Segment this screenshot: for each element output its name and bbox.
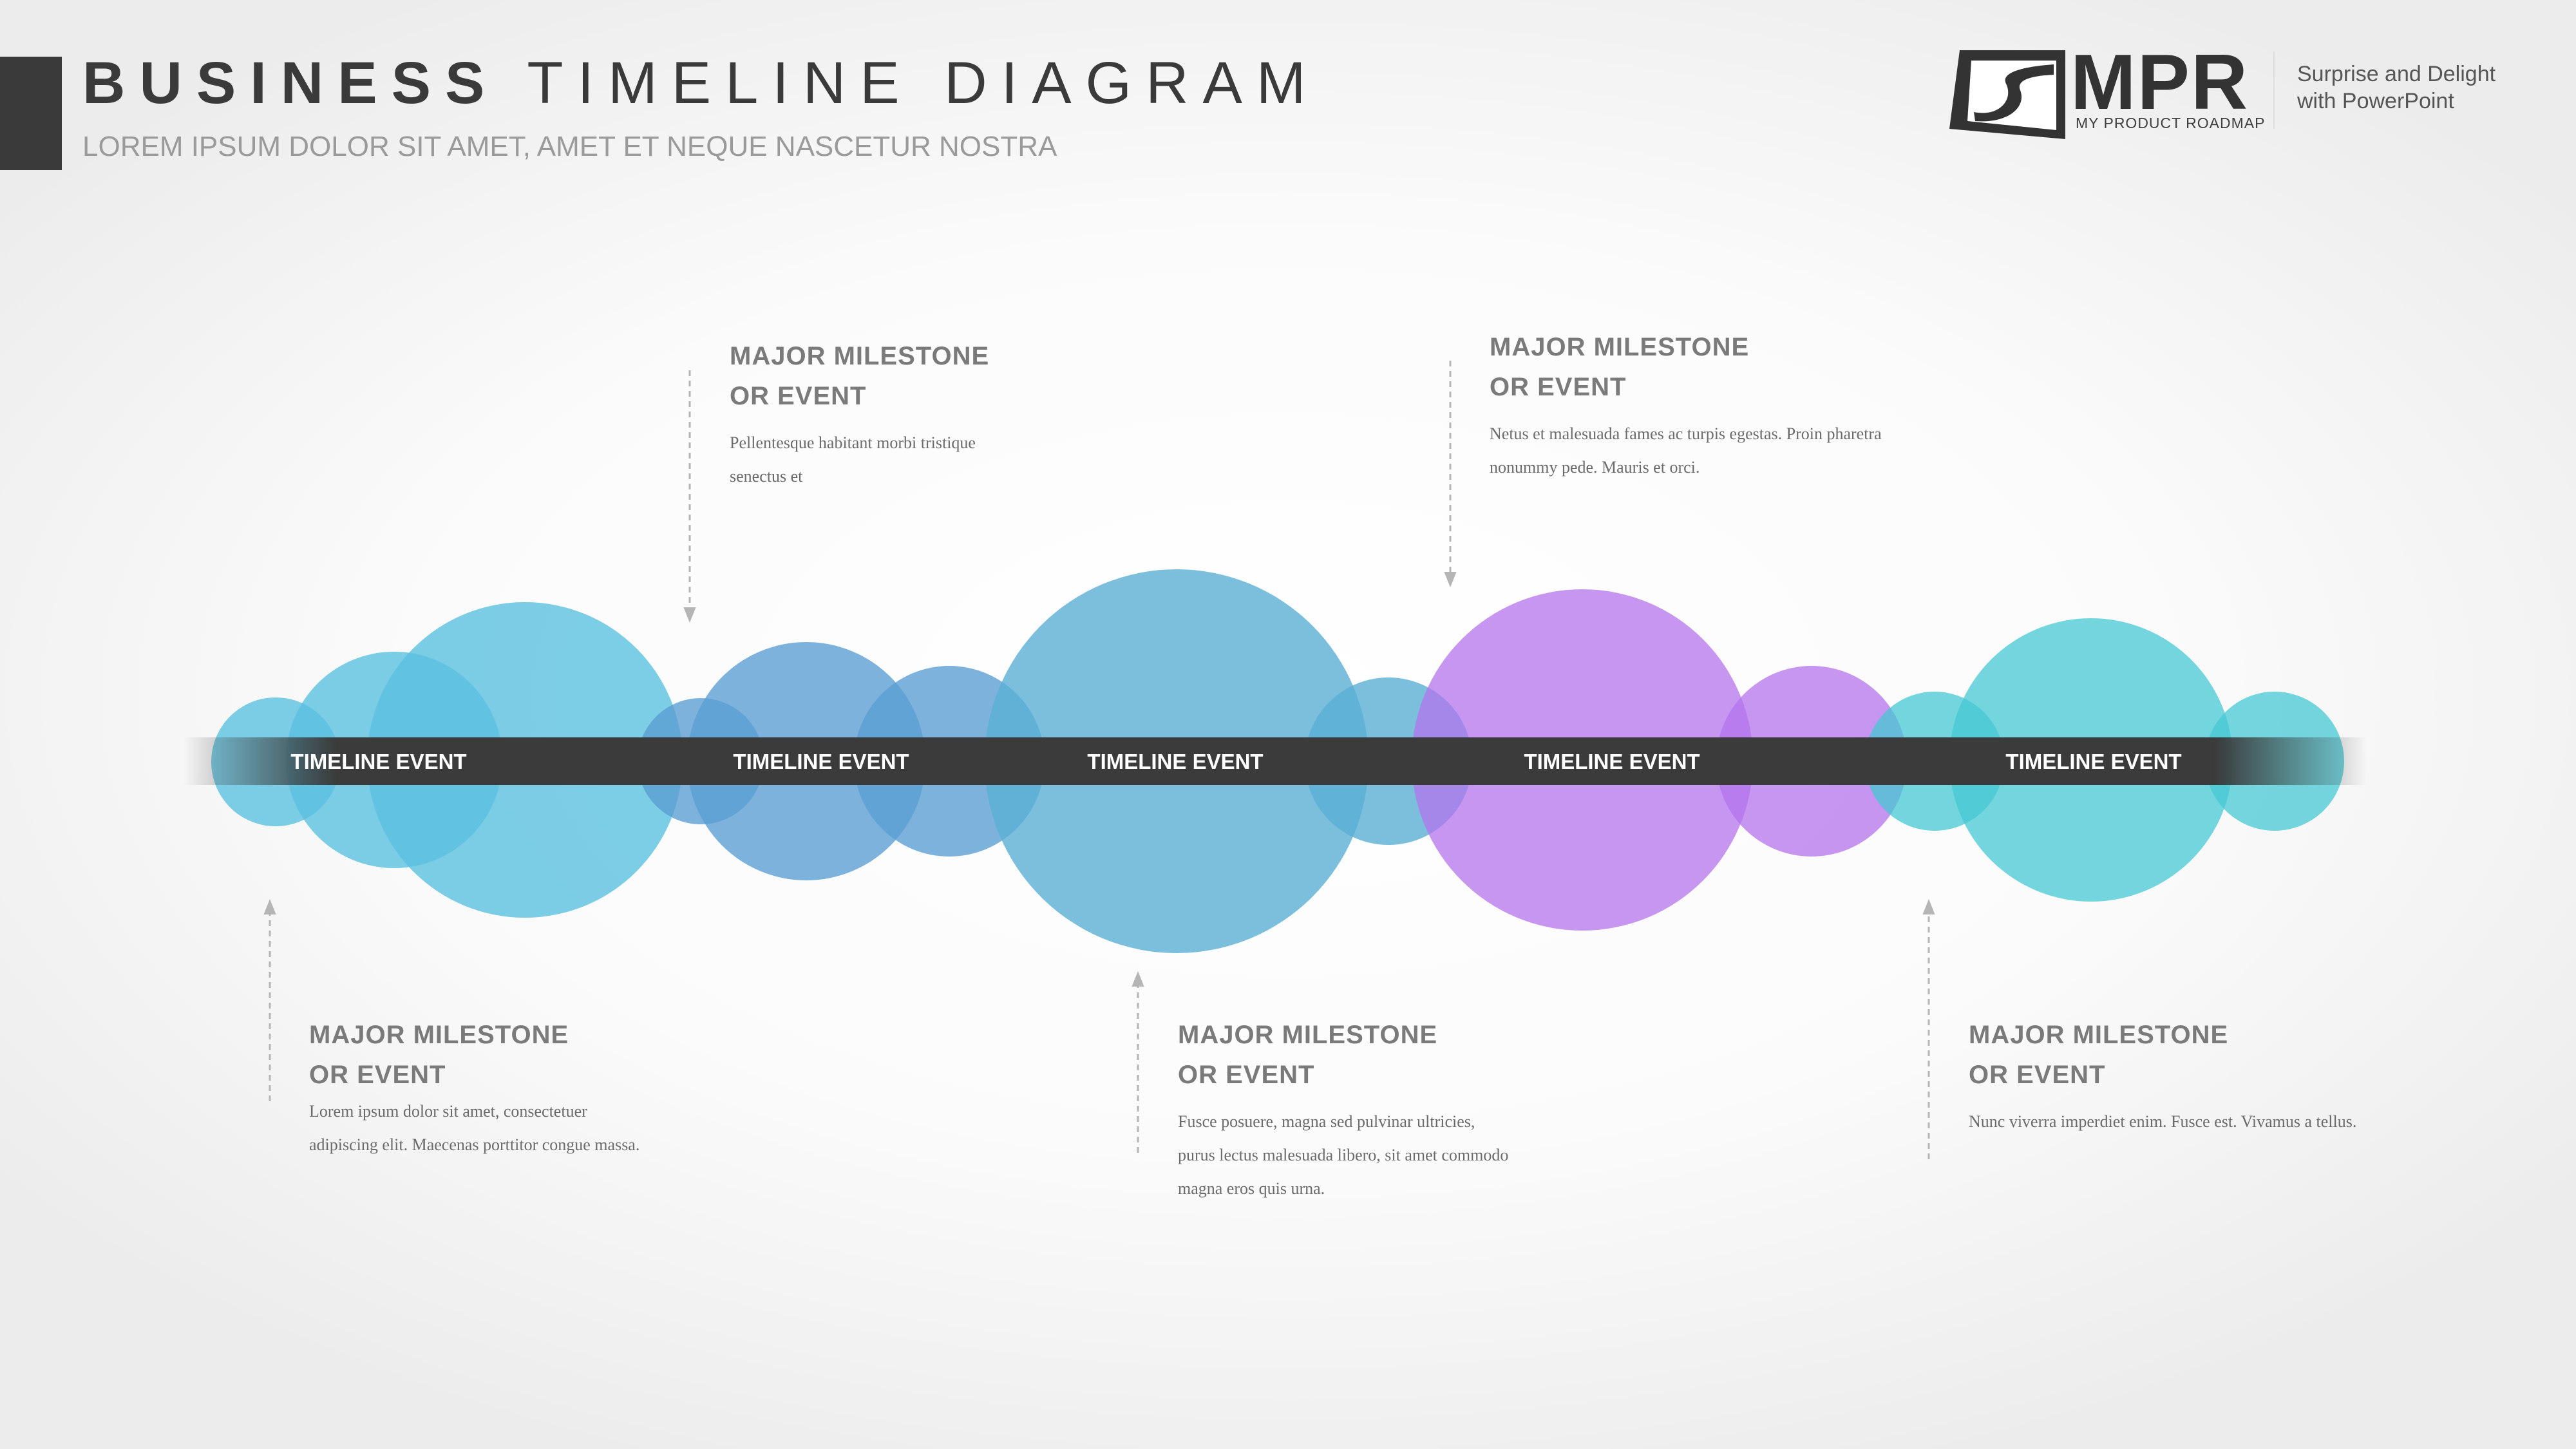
timeline-event-labels: TIMELINE EVENT TIMELINE EVENT TIMELINE E… bbox=[290, 750, 2181, 773]
milestone-title-line-1: MAJOR MILESTONE bbox=[730, 342, 990, 370]
milestone-title-line-2: OR EVENT bbox=[309, 1061, 446, 1089]
milestone-3: MAJOR MILESTONE OR EVENT Lorem ipsum dol… bbox=[309, 1015, 644, 1162]
tagline-line-1: Surprise and Delight bbox=[2297, 62, 2496, 86]
page-title: BUSINESS TIMELINE DIAGRAM bbox=[82, 45, 1320, 121]
timeline-event-label-4: TIMELINE EVENT bbox=[1524, 750, 1700, 773]
milestone-title-line-2: OR EVENT bbox=[730, 382, 867, 410]
page-subtitle: LOREM IPSUM DOLOR SIT AMET, AMET ET NEQU… bbox=[82, 131, 1057, 162]
timeline-event-label-2: TIMELINE EVENT bbox=[733, 750, 909, 773]
milestone-body: Fusce posuere, magna sed pulvinar ultric… bbox=[1178, 1112, 1509, 1198]
timeline-event-label-5: TIMELINE EVENT bbox=[2005, 750, 2181, 773]
timeline-band bbox=[184, 737, 2367, 785]
milestone-5: MAJOR MILESTONE OR EVENT Nunc viverra im… bbox=[1969, 1015, 2471, 1139]
milestone-body: Pellentesque habitant morbi tristique se… bbox=[730, 433, 976, 486]
milestone-1: MAJOR MILESTONE OR EVENT Pellentesque ha… bbox=[730, 336, 1000, 493]
milestone-title-line-1: MAJOR MILESTONE bbox=[1969, 1021, 2229, 1049]
milestone-title-line-2: OR EVENT bbox=[1490, 373, 1627, 401]
logo-divider bbox=[2273, 52, 2275, 129]
brand-full-name: MY PRODUCT ROADMAP bbox=[2076, 115, 2266, 131]
milestone-title-line-2: OR EVENT bbox=[1178, 1061, 1315, 1089]
page-title-rest: TIMELINE DIAGRAM bbox=[527, 50, 1320, 116]
tagline-line-2: with PowerPoint bbox=[2297, 89, 2454, 113]
milestone-body: Lorem ipsum dolor sit amet, consectetuer… bbox=[309, 1102, 640, 1154]
brand-tagline: Surprise and Delight with PowerPoint bbox=[2297, 61, 2496, 115]
brand-logo: MPR MY PRODUCT ROADMAP Surprise and Deli… bbox=[1948, 40, 2528, 148]
milestone-arrows bbox=[263, 361, 1935, 1159]
timeline-event-label-1: TIMELINE EVENT bbox=[290, 750, 466, 773]
timeline-event-label-3: TIMELINE EVENT bbox=[1087, 750, 1263, 773]
milestone-body: Nunc viverra imperdiet enim. Fusce est. … bbox=[1969, 1112, 2357, 1131]
milestone-title-line-1: MAJOR MILESTONE bbox=[309, 1021, 569, 1049]
brand-name: MPR bbox=[2070, 38, 2249, 126]
milestone-2: MAJOR MILESTONE OR EVENT Netus et malesu… bbox=[1490, 327, 1902, 484]
milestone-title-line-1: MAJOR MILESTONE bbox=[1178, 1021, 1438, 1049]
milestone-body: Netus et malesuada fames ac turpis egest… bbox=[1490, 424, 1882, 477]
milestone-title-line-1: MAJOR MILESTONE bbox=[1490, 333, 1750, 361]
page-title-bold: BUSINESS bbox=[82, 50, 499, 116]
road-sign-icon bbox=[1949, 50, 2065, 139]
milestone-4: MAJOR MILESTONE OR EVENT Fusce posuere, … bbox=[1178, 1015, 1513, 1206]
header-accent-bar bbox=[0, 57, 62, 170]
milestone-title-line-2: OR EVENT bbox=[1969, 1061, 2106, 1089]
